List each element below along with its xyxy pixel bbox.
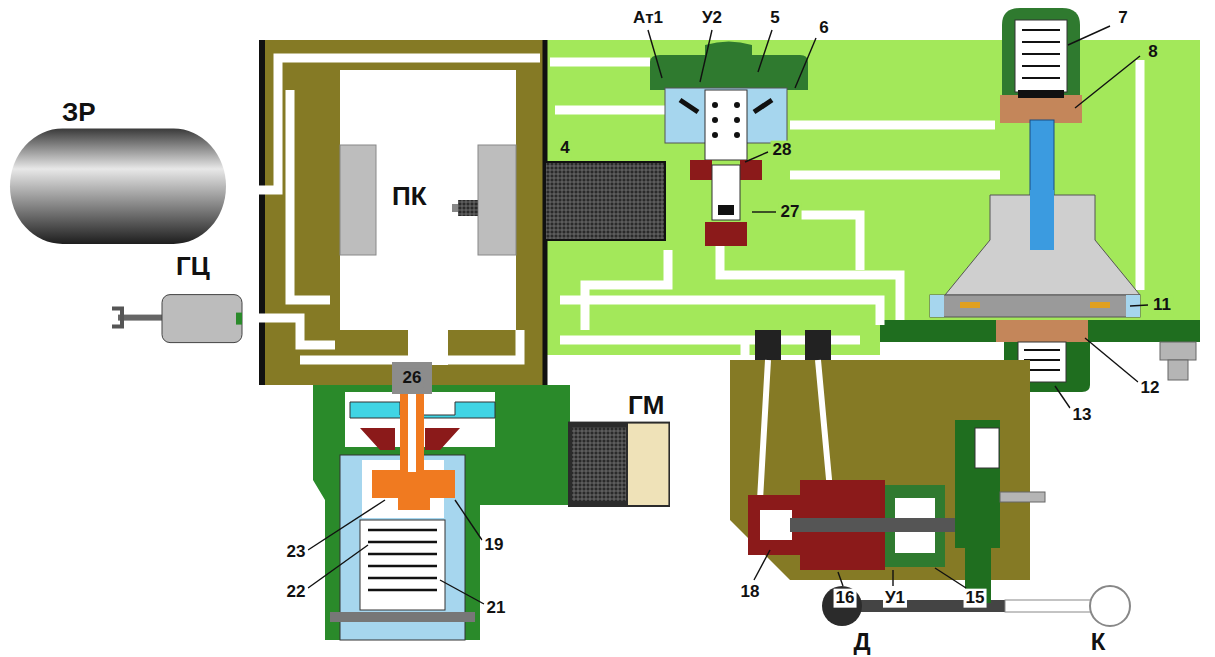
callout-label: 15 xyxy=(964,589,987,608)
callout-label: 5 xyxy=(768,9,781,28)
callout-label: 13 xyxy=(1071,406,1094,425)
filter-frame xyxy=(568,422,670,507)
node-shape xyxy=(340,70,516,330)
callout-label: 6 xyxy=(817,19,830,38)
callout-label: 22 xyxy=(285,583,308,602)
callout-label: У1 xyxy=(883,589,907,608)
callout-label: Д xyxy=(851,629,872,655)
callout-label: 18 xyxy=(739,583,762,602)
component-node: ГЦ xyxy=(110,252,250,350)
callout-label: 26 xyxy=(401,369,424,388)
callout-label: 21 xyxy=(485,599,508,618)
callout-label: 28 xyxy=(771,141,794,160)
body-olive-lower xyxy=(730,360,1030,580)
callout-label: У2 xyxy=(700,9,724,28)
component-label: ГЦ xyxy=(174,252,212,281)
reservoir-shape xyxy=(10,129,226,244)
component-node: ПК xyxy=(340,70,516,330)
filter-mesh xyxy=(545,162,665,240)
callout-label: 23 xyxy=(285,543,308,562)
component-label: ПК xyxy=(390,182,429,211)
body-dark-left xyxy=(313,385,570,640)
callout-label: 19 xyxy=(483,536,506,555)
leader-lines xyxy=(308,26,1148,604)
component-label: ЗР xyxy=(60,98,98,127)
air-channels xyxy=(225,58,1140,360)
callout-label: 8 xyxy=(1146,43,1159,62)
callout-label: 4 xyxy=(558,139,571,158)
component-node: ЗР xyxy=(8,98,228,248)
callout-label: 16 xyxy=(834,589,857,608)
callout-label: 27 xyxy=(779,203,802,222)
component-label: ГМ xyxy=(626,391,666,420)
callout-label: 12 xyxy=(1139,379,1162,398)
component-node: ГМ xyxy=(568,385,670,507)
node-shape xyxy=(8,98,228,248)
callout-label: К xyxy=(1089,629,1108,655)
cylinder-shape xyxy=(162,295,242,343)
callout-label: 11 xyxy=(1151,296,1173,315)
callout-label: 7 xyxy=(1116,9,1129,28)
body-green xyxy=(545,40,1200,355)
callout-label: Ат1 xyxy=(631,9,665,28)
